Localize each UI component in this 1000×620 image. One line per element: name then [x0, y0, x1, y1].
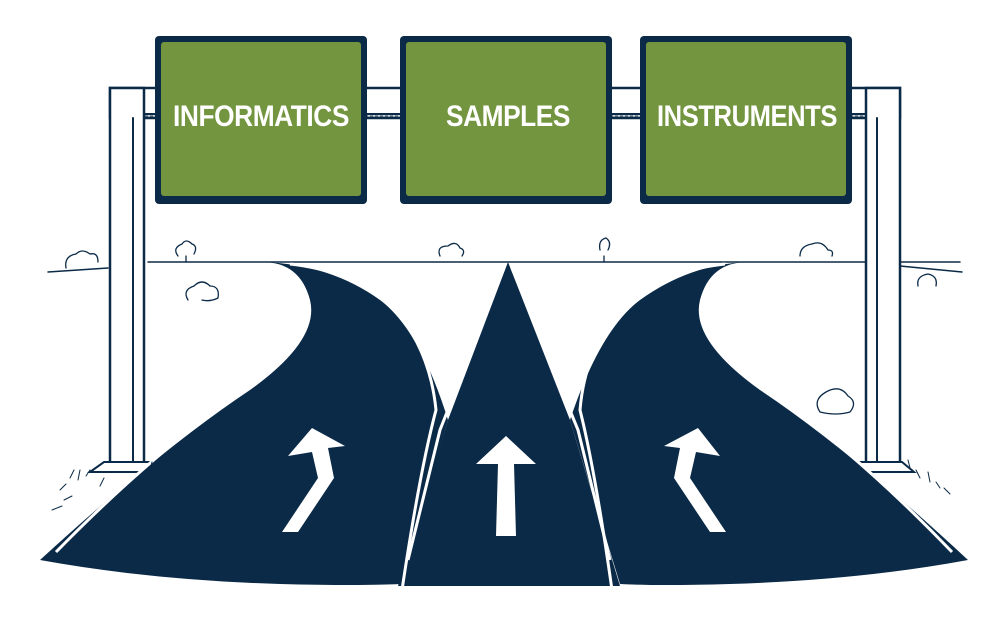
- sign-label: SAMPLES: [446, 100, 570, 133]
- sign-label: INFORMATICS: [173, 100, 349, 133]
- arrow-left-icon: [282, 428, 345, 532]
- bushes: [65, 237, 937, 415]
- road-left: [40, 262, 448, 585]
- arrow-straight-icon: [476, 436, 536, 536]
- horizon: [47, 261, 963, 273]
- sign-samples: SAMPLES: [400, 36, 612, 204]
- road-right: [570, 262, 968, 585]
- road-markings: [54, 262, 954, 591]
- road: [40, 262, 968, 586]
- sign-instruments: INSTRUMENTS: [640, 36, 852, 204]
- sign-informatics: INFORMATICS: [155, 36, 367, 204]
- gantry-post-right: [853, 86, 917, 473]
- road-center: [398, 262, 620, 586]
- sign-label: INSTRUMENTS: [657, 100, 837, 133]
- arrow-right-icon: [664, 428, 726, 532]
- gantry-post-left: [86, 86, 157, 473]
- grass: [51, 455, 951, 511]
